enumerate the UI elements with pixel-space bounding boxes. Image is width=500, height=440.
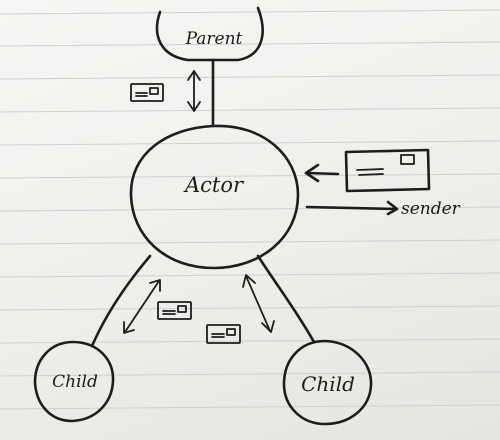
actor-node-label: Actor	[183, 173, 245, 197]
child-right-node-label: Child	[301, 372, 355, 396]
bidirectional-arrow-icon	[187, 70, 201, 112]
incoming-message-arrow	[304, 163, 340, 183]
sender-arrow	[305, 200, 399, 216]
envelope-icon	[344, 148, 431, 193]
envelope-icon	[130, 83, 164, 102]
actor-child-left-link	[90, 254, 152, 348]
actor-node-outline	[129, 124, 300, 270]
actor-child-right-link	[256, 254, 316, 344]
envelope-icon	[157, 301, 192, 320]
bidirectional-arrow-icon	[242, 274, 275, 333]
child-left-node-label: Child	[52, 372, 98, 392]
bidirectional-arrow-icon	[123, 279, 161, 334]
parent-node-label: Parent	[185, 29, 243, 49]
sender-label: sender	[401, 199, 461, 219]
envelope-icon	[206, 324, 241, 344]
child-left-node-outline	[33, 340, 115, 423]
child-right-node-outline	[282, 339, 373, 426]
